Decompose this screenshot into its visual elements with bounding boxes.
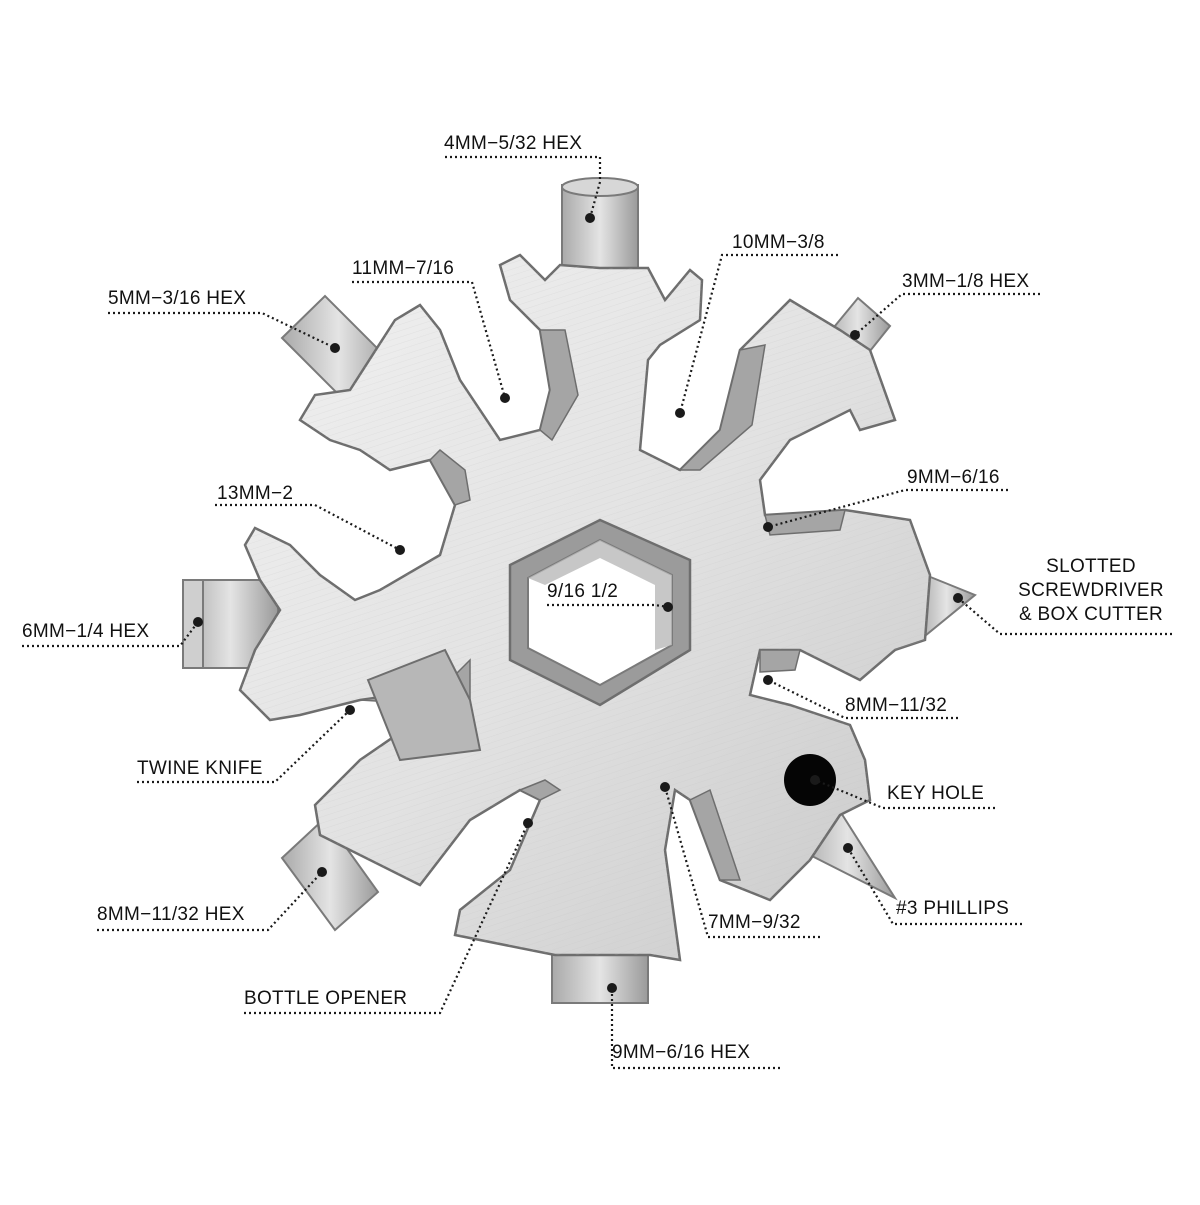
anchor-dot-9mm-hex: [607, 983, 617, 993]
label-8mm: 8MM−11/32: [845, 695, 948, 716]
label-9mm-hex: 9MM−6/16 HEX: [612, 1042, 751, 1063]
anchor-dot-keyhole: [810, 775, 820, 785]
anchor-dot-4mm-hex: [585, 213, 595, 223]
anchor-dot-13mm: [395, 545, 405, 555]
label-slotted-screwdriver: SLOTTED SCREWDRIVER & BOX CUTTER: [1005, 555, 1177, 627]
anchor-dot-6mm-hex: [193, 617, 203, 627]
leader-line-13mm: [215, 503, 401, 551]
label-center-hex: 9/16 1/2: [547, 581, 619, 602]
anchor-dot-8mm: [763, 675, 773, 685]
label-11mm: 11MM−7/16: [352, 258, 455, 279]
label-slotted-line3: & BOX CUTTER: [1018, 604, 1163, 625]
label-5mm-hex: 5MM−3/16 HEX: [108, 288, 247, 309]
twine-knife-blade: [366, 648, 482, 762]
leader-line-9mm-hex: [610, 988, 780, 1070]
label-10mm: 10MM−3/8: [732, 232, 825, 253]
label-slotted-line2: SCREWDRIVER: [1018, 580, 1164, 601]
label-8mm-hex: 8MM−11/32 HEX: [97, 904, 245, 925]
anchor-dot-3mm-hex: [850, 330, 860, 340]
anchor-dot-10mm: [675, 408, 685, 418]
label-phillips: #3 PHILLIPS: [896, 898, 1010, 919]
anchor-dot-center: [663, 602, 673, 612]
leader-line-keyhole: [814, 778, 995, 810]
leader-line-7mm: [663, 786, 820, 939]
label-9mm: 9MM−6/16: [907, 467, 1000, 488]
anchor-dot-slotted: [953, 593, 963, 603]
anchor-dot-8mm-hex: [317, 867, 327, 877]
leader-line-twine: [137, 709, 351, 784]
label-bottle-opener: BOTTLE OPENER: [244, 988, 408, 1009]
center-hex-hole: [508, 518, 692, 707]
leader-line-8mm-hex: [97, 871, 323, 932]
leader-line-11mm: [352, 280, 507, 399]
label-key-hole: KEY HOLE: [887, 783, 985, 804]
label-13mm: 13MM−2: [217, 483, 294, 504]
bit-8mm-hex: [280, 816, 380, 932]
leader-line-8mm: [767, 679, 958, 720]
label-twine-knife: TWINE KNIFE: [137, 758, 263, 779]
label-4mm-hex: 4MM−5/32 HEX: [444, 133, 583, 154]
label-slotted-line1: SLOTTED: [1046, 556, 1136, 577]
anchor-dot-twine: [345, 705, 355, 715]
leader-line-slotted: [957, 597, 1172, 636]
anchor-dot-phillips: [843, 843, 853, 853]
label-6mm-hex: 6MM−1/4 HEX: [22, 621, 150, 642]
anchor-dot-5mm-hex: [330, 343, 340, 353]
leader-line-5mm-hex: [108, 311, 336, 349]
anchor-dot-9mm: [763, 522, 773, 532]
label-7mm: 7MM−9/32: [708, 912, 801, 933]
anchor-dot-11mm: [500, 393, 510, 403]
leader-line-bottle: [244, 822, 529, 1015]
leader-line-3mm-hex: [854, 292, 1040, 336]
label-3mm-hex: 3MM−1/8 HEX: [902, 271, 1030, 292]
anchor-dot-bottle: [523, 818, 533, 828]
leader-lines: [22, 155, 1172, 1070]
leader-line-10mm: [678, 253, 838, 414]
anchor-dot-7mm: [660, 782, 670, 792]
